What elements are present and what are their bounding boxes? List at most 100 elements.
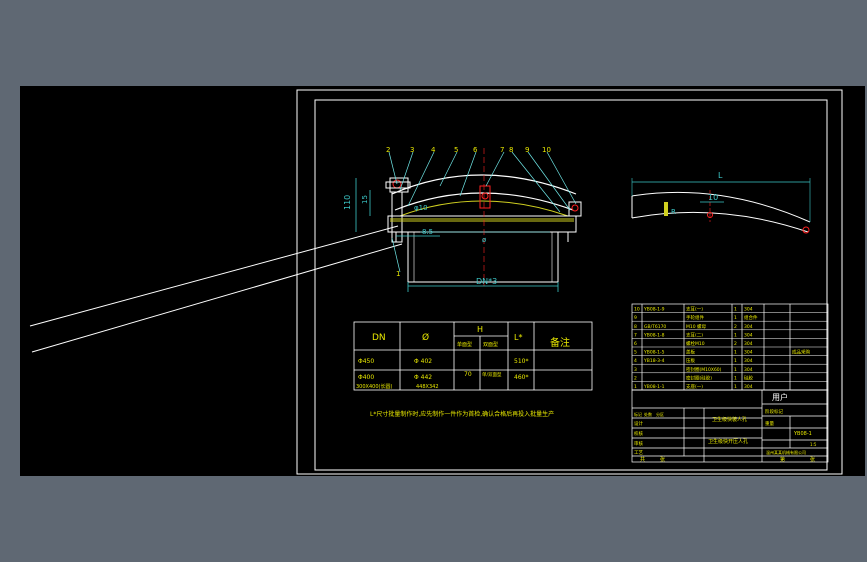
parts-cell-qty: 2 bbox=[734, 324, 737, 330]
size-row1-l: 510* bbox=[514, 358, 528, 365]
title-stage: 阶段标记 bbox=[765, 408, 783, 415]
parts-cell-no: 1 bbox=[634, 384, 637, 390]
title-product: 卫生级快开压人孔 bbox=[708, 438, 748, 445]
parts-cell-name: 盖板 bbox=[686, 349, 695, 356]
parts-cell-qty: 1 bbox=[734, 307, 737, 313]
parts-cell-no: 5 bbox=[634, 350, 637, 356]
size-sub-double: 双面型 bbox=[483, 341, 498, 348]
size-h-note: 单/双面型 bbox=[482, 371, 502, 378]
parts-cell-code: YB08-1-8 bbox=[643, 332, 665, 338]
balloon-9: 9 bbox=[525, 146, 529, 154]
size-sub-single: 单面型 bbox=[457, 341, 472, 348]
cad-viewport[interactable]: 2 3 4 5 6 7 8 9 10 1 110 15 φ10 8.5 ø DN… bbox=[20, 86, 865, 476]
parts-cell-name: 密封圈(硅胶) bbox=[686, 374, 712, 381]
parts-cell-code: GB/T6170 bbox=[644, 324, 666, 330]
parts-cell-no: 3 bbox=[634, 367, 637, 373]
title-company: 温州某某机械有限公司 bbox=[766, 449, 806, 455]
size-header-h: H bbox=[477, 325, 483, 334]
parts-cell-qty: 1 bbox=[734, 384, 737, 390]
main-view bbox=[355, 148, 582, 292]
dim-dn: DN*3 bbox=[476, 277, 497, 286]
parts-cell-qty: 1 bbox=[734, 367, 737, 373]
title-role-process: 工艺 bbox=[634, 450, 643, 456]
title-label-mark: 标记 bbox=[634, 411, 642, 417]
parts-cell-code: YB18-3-4 bbox=[643, 358, 665, 364]
title-bottom-3: 第 bbox=[780, 456, 785, 463]
parts-cell-name: 支耳(一) bbox=[686, 306, 703, 313]
size-row2-l: 460* bbox=[514, 374, 528, 381]
parts-cell-qty: 2 bbox=[734, 341, 737, 347]
title-drawing-no: YB08-1 bbox=[793, 431, 812, 437]
size-row2-dn: Φ400 bbox=[358, 374, 374, 381]
leader-line-left-b bbox=[31, 243, 403, 353]
dome-outer bbox=[391, 174, 577, 195]
parts-cell-mat: 组合件 bbox=[744, 314, 758, 321]
balloon-1: 1 bbox=[396, 270, 400, 278]
parts-cell-mat: 304 bbox=[744, 324, 753, 330]
size-row3-dn: 300X400(长圆) bbox=[356, 383, 392, 390]
side-view bbox=[631, 178, 811, 234]
side-dim-width: 10 bbox=[708, 193, 718, 202]
sheet-outer-frame bbox=[296, 89, 843, 475]
balloon-7: 7 bbox=[500, 146, 504, 154]
parts-cell-no: 9 bbox=[634, 315, 637, 321]
hinge-left-base bbox=[391, 191, 403, 243]
size-row3-phi: 448X342 bbox=[416, 384, 439, 390]
dim-phi10: φ10 bbox=[414, 204, 428, 212]
parts-cell-mat: 304 bbox=[744, 367, 753, 373]
size-row2-phi: Φ 442 bbox=[414, 374, 432, 381]
size-header-l: L* bbox=[514, 333, 522, 342]
balloon-10: 10 bbox=[542, 146, 551, 154]
size-header-phi: Ø bbox=[422, 332, 429, 343]
parts-cell-no: 8 bbox=[634, 324, 637, 330]
parts-cell-code: YB08-1-5 bbox=[643, 350, 665, 356]
balloon-3: 3 bbox=[410, 146, 414, 154]
parts-cell-code: YB08-1-1 bbox=[643, 384, 665, 390]
dim-flange-15: 15 bbox=[361, 195, 369, 204]
dome-seal bbox=[399, 200, 569, 217]
size-row1-dn: Φ450 bbox=[358, 358, 374, 365]
parts-cell-mat: 304 bbox=[744, 384, 753, 390]
size-row1-phi: Φ 402 bbox=[414, 358, 432, 365]
parts-cell-qty: 1 bbox=[734, 375, 737, 381]
title-role-check: 校核 bbox=[634, 430, 643, 437]
title-bottom-1: 共 bbox=[640, 456, 645, 463]
cad-drawing: 2 3 4 5 6 7 8 9 10 1 110 15 φ10 8.5 ø DN… bbox=[29, 89, 843, 475]
parts-cell-no: 4 bbox=[634, 358, 637, 364]
size-header-remark: 备注 bbox=[550, 336, 570, 349]
balloon-5: 5 bbox=[454, 146, 458, 154]
parts-cell-qty: 1 bbox=[734, 358, 737, 364]
parts-cell-mat: 硅胶 bbox=[744, 374, 753, 381]
side-dim-angle: R bbox=[671, 208, 676, 216]
title-role-review: 审核 bbox=[634, 440, 643, 447]
parts-cell-name: M10 螺母 bbox=[686, 323, 707, 330]
parts-cell-no: 6 bbox=[634, 341, 637, 347]
parts-cell-name: 螺栓M10 bbox=[686, 340, 705, 347]
balloon-6: 6 bbox=[473, 146, 478, 154]
title-weight: 重量 bbox=[765, 420, 774, 427]
parts-cell-code: YB08-1-9 bbox=[643, 307, 665, 313]
parts-cell-name: 支耳(二) bbox=[686, 331, 703, 338]
title-bottom-4: 张 bbox=[810, 456, 815, 463]
title-label-zone: 分区 bbox=[656, 411, 664, 417]
parts-cell-qty: 1 bbox=[734, 315, 737, 321]
parts-cell-name: 支座(一) bbox=[686, 383, 703, 390]
sheet-inner-frame bbox=[314, 99, 828, 471]
parts-cell-remark: 成品采购 bbox=[792, 349, 810, 356]
parts-cell-mat: 304 bbox=[744, 341, 753, 347]
parts-cell-qty: 1 bbox=[734, 350, 737, 356]
dome-inner bbox=[394, 192, 574, 211]
parts-cell-mat: 304 bbox=[744, 358, 753, 364]
dim-inner-dia: ø bbox=[482, 236, 487, 244]
size-h-value: 70 bbox=[464, 371, 472, 378]
parts-cell-mat: 304 bbox=[744, 332, 753, 338]
dim-height-110: 110 bbox=[343, 195, 352, 210]
size-header-dn: DN bbox=[372, 333, 386, 343]
balloon-4: 4 bbox=[431, 146, 436, 154]
parts-cell-name: 密封圈(M10X60) bbox=[686, 366, 722, 373]
side-dim-length: L bbox=[718, 171, 723, 180]
title-bottom-2: 张 bbox=[660, 456, 665, 463]
parts-cell-no: 10 bbox=[634, 307, 640, 313]
parts-cell-name: 手轮组件 bbox=[686, 314, 704, 321]
production-note: L*尺寸批量制作时,应先制作一件作为首检,确认合格后再投入批量生产 bbox=[370, 410, 554, 418]
